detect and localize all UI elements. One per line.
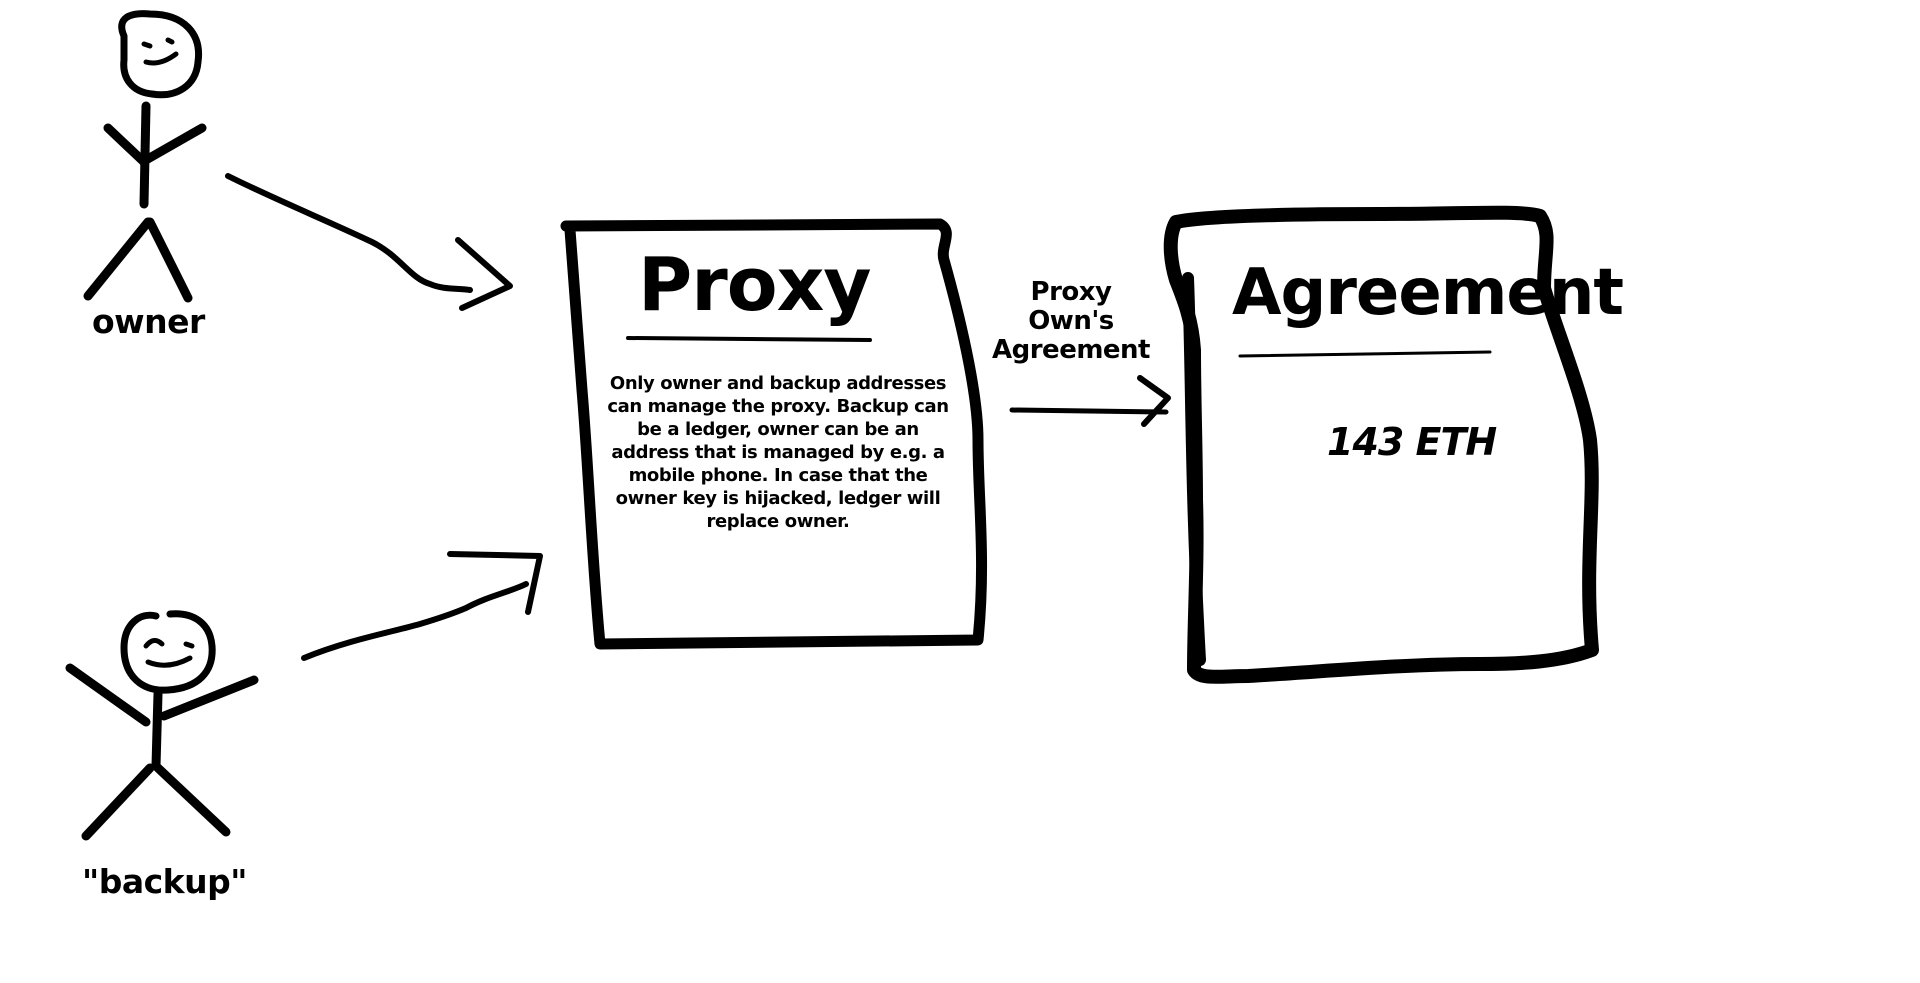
backup-head [120, 610, 216, 694]
agreement-title: Agreement [1232, 256, 1624, 330]
relation-label-line-3: Agreement [992, 335, 1151, 365]
agreement-inner-edge [1182, 272, 1206, 666]
owner-right-leg [145, 217, 193, 303]
owner-left-eye [141, 41, 153, 49]
backup-left-eye [143, 638, 165, 649]
backup-body [151, 689, 163, 771]
owner-label: owner [92, 302, 205, 341]
backup-left-leg [81, 763, 155, 841]
proxy-title: Proxy [638, 242, 872, 328]
owner-smile [143, 51, 179, 66]
backup-label: "backup" [82, 862, 247, 901]
owner-left-arm [103, 123, 149, 167]
proxy-box [560, 218, 988, 650]
relation-label: Proxy Own's Agreement [986, 278, 1156, 365]
proxy-description: Only owner and backup addresses can mana… [607, 373, 949, 532]
owner-figure-icon [83, 10, 207, 303]
backup-right-leg [153, 763, 231, 837]
backup-right-eye [183, 641, 195, 649]
owner-to-proxy-arrow [225, 173, 513, 311]
owner-left-leg [83, 217, 153, 301]
backup-smile [145, 655, 193, 668]
relation-label-line-2: Own's [1028, 306, 1114, 336]
owner-right-arm [141, 123, 207, 165]
agreement-title-underline [1238, 350, 1492, 358]
proxy-to-agreement-arrow [1009, 375, 1171, 427]
proxy-title-underline [626, 336, 872, 342]
backup-figure-icon [65, 610, 259, 841]
owner-right-eye [165, 37, 175, 45]
owner-body [139, 101, 151, 209]
owner-head [118, 10, 203, 99]
backup-left-arm [65, 663, 151, 727]
relation-label-line-1: Proxy [1030, 277, 1112, 307]
backup-to-proxy-arrow [301, 551, 543, 661]
backup-right-arm [159, 675, 259, 721]
agreement-amount: 143 ETH [1327, 420, 1497, 464]
